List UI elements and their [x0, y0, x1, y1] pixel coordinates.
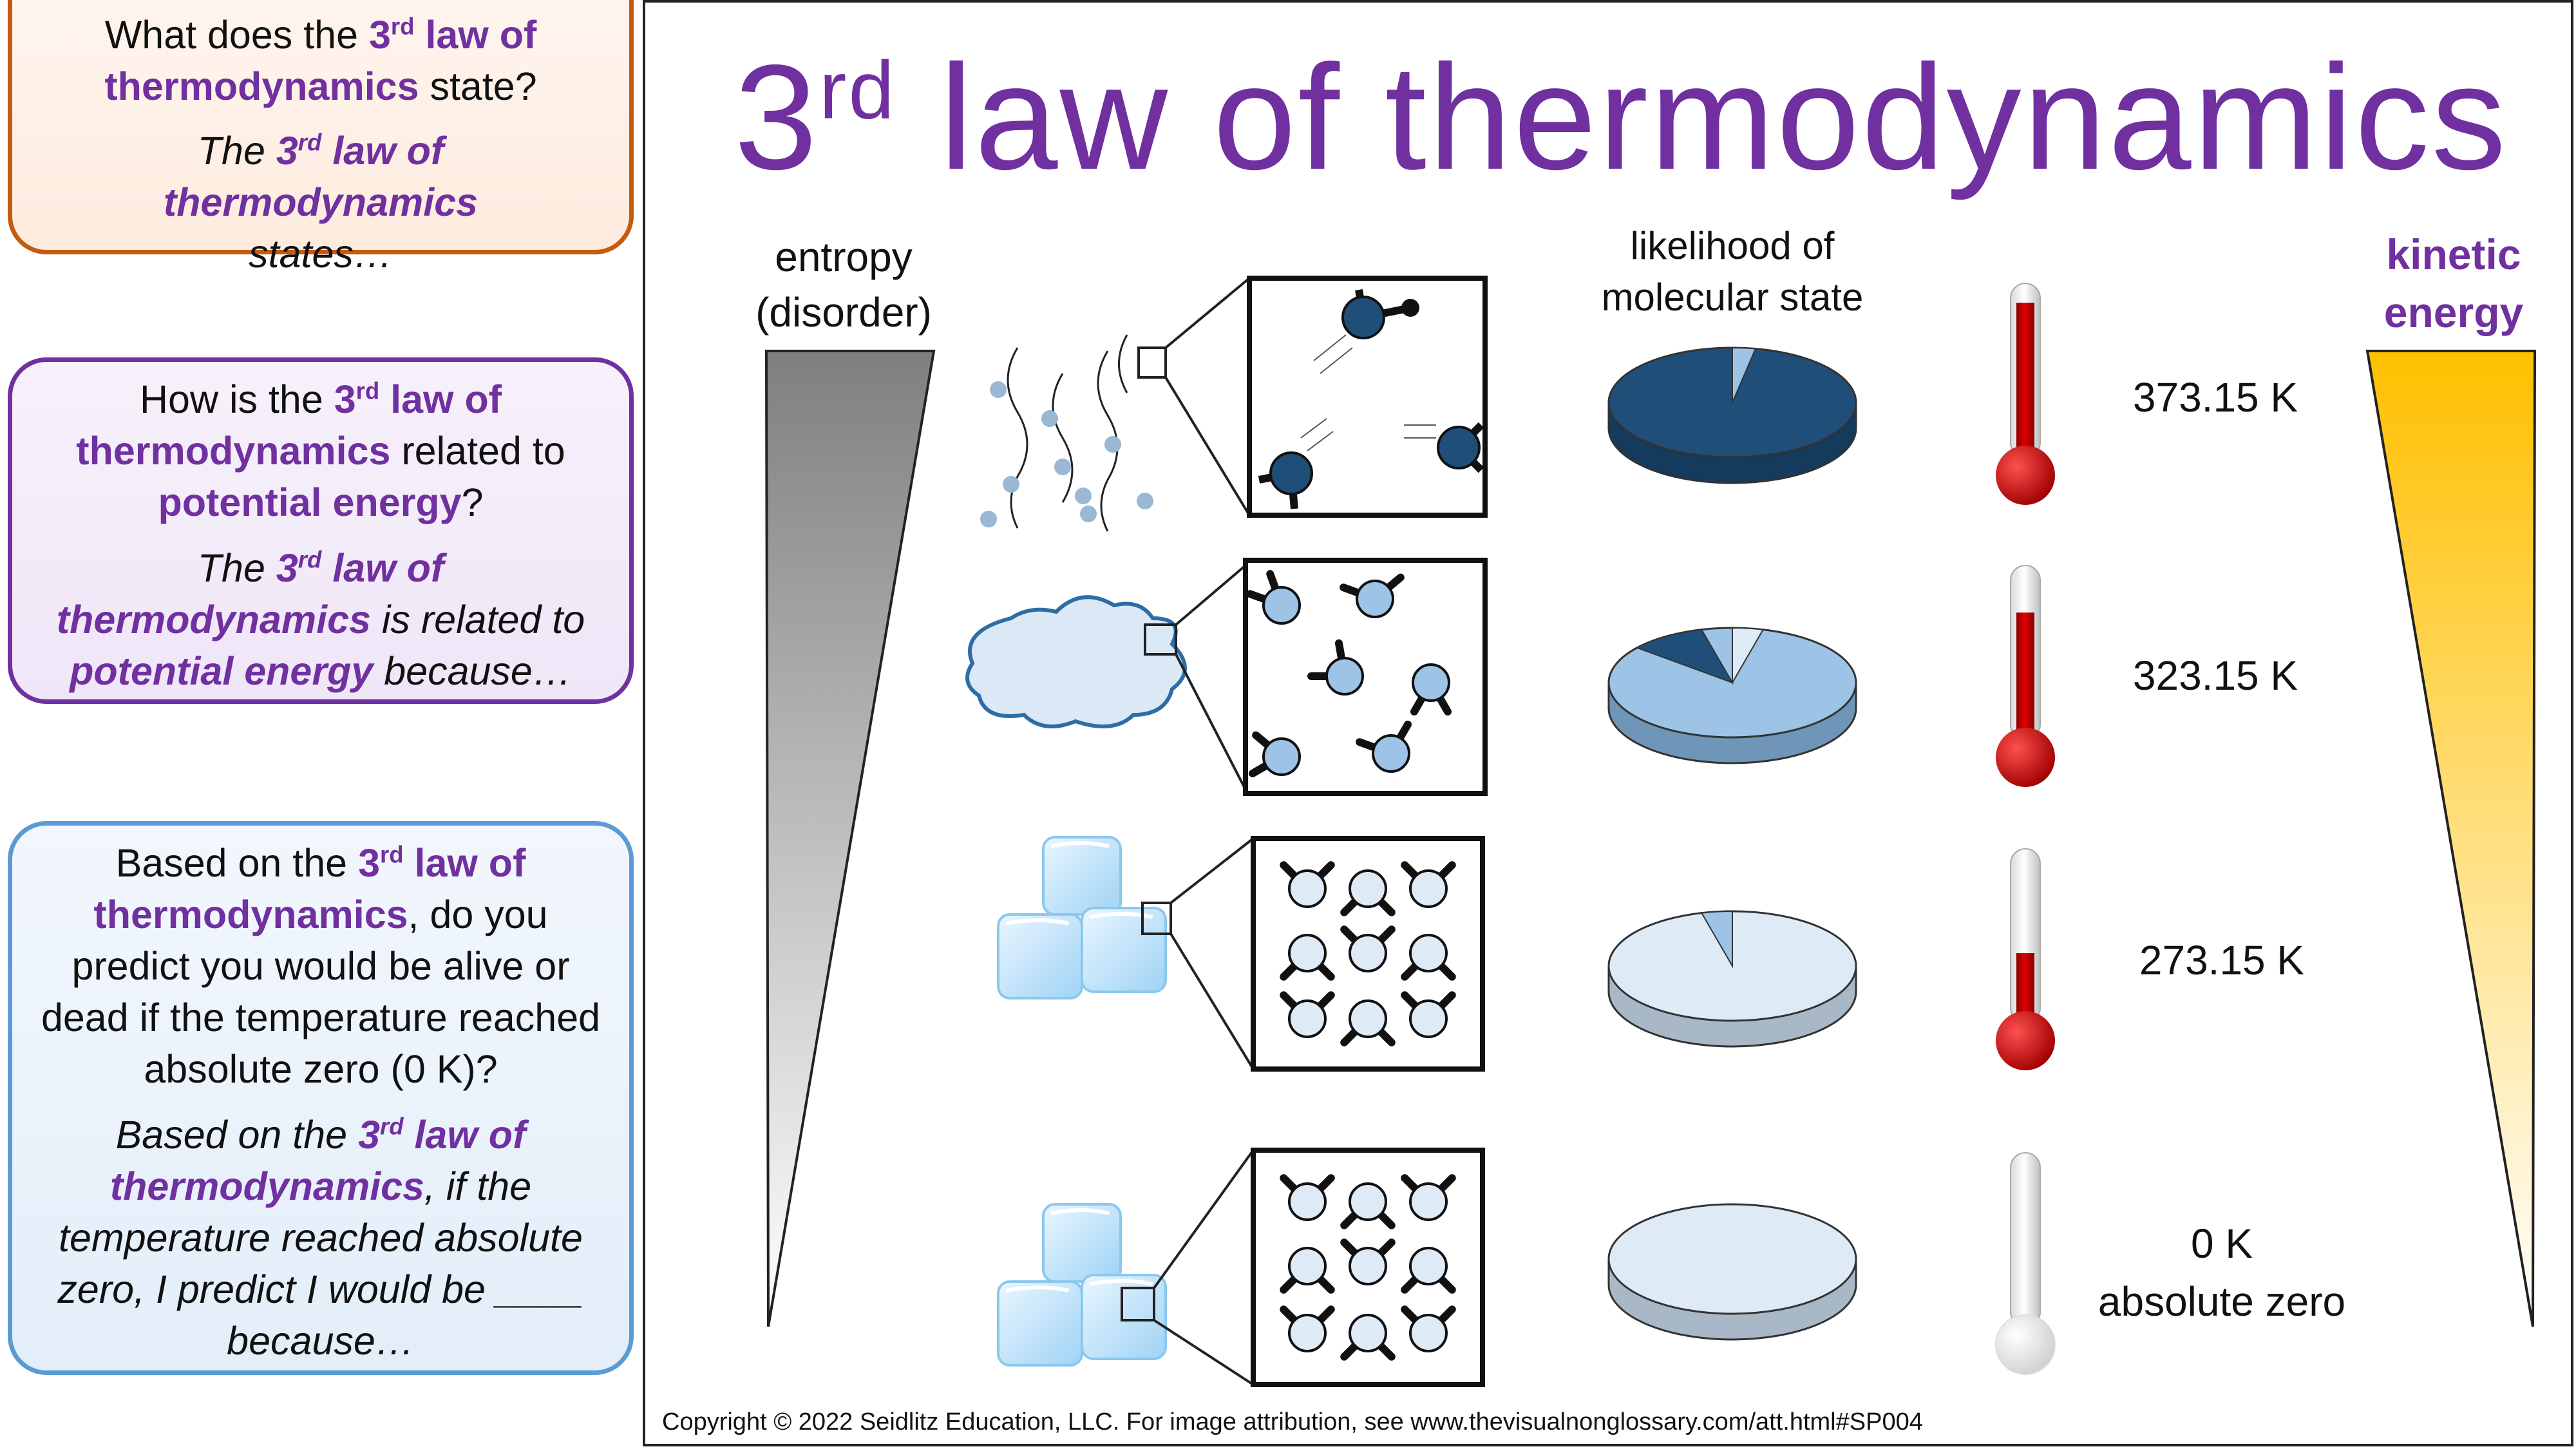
question-card-1: What does the 3rd law of thermodynamics … — [8, 0, 634, 276]
solid-molecule — [1401, 1174, 1456, 1221]
thermometer-bulb — [1996, 446, 2055, 505]
pie-slice — [1732, 346, 1757, 403]
answer-3: Based on the 3rd law of thermodynamics, … — [57, 1113, 584, 1363]
solid-molecule — [1280, 1305, 1335, 1352]
likelihood-pie-4 — [1607, 1203, 1857, 1341]
liquid-molecule — [1307, 639, 1364, 696]
likelihood-pie-2 — [1607, 627, 1857, 764]
solid-molecule — [1401, 991, 1456, 1038]
solid-molecule — [1280, 934, 1335, 981]
pie-slice — [1635, 629, 1734, 684]
liquid-molecules — [1246, 570, 1452, 777]
likelihood-pie-1 — [1607, 346, 1857, 484]
liquid-molecule — [1356, 720, 1412, 773]
question-3: Based on the 3rd law of thermodynamics, … — [41, 841, 601, 1091]
thermometer-3 — [1996, 848, 2055, 1070]
pie-slice — [1700, 910, 1733, 969]
main-panel — [643, 0, 2573, 1446]
solid-molecule — [1340, 925, 1396, 972]
temp-readout-1: 373.15 K — [2132, 374, 2298, 421]
solid-molecule — [1401, 934, 1456, 981]
question-card-3: Based on the 3rd law of thermodynamics, … — [8, 821, 634, 1375]
absolute-zero-molecules — [1280, 1174, 1456, 1361]
thermometer-bulb — [1996, 1011, 2055, 1070]
solid-molecule — [1280, 861, 1335, 908]
solid-molecule — [1401, 861, 1456, 908]
question-card-2: How is the 3rd law of thermodynamics rel… — [8, 357, 634, 704]
thermometer-level — [2016, 303, 2034, 464]
temp-readout-3: 273.15 K — [2139, 937, 2305, 983]
liquid-molecule — [1248, 731, 1301, 777]
solid-molecule — [1340, 1314, 1396, 1361]
likelihood-pie-3 — [1607, 910, 1857, 1048]
gas-molecules — [1258, 289, 1484, 509]
answer-2: The 3rd law of thermodynamics is related… — [56, 546, 585, 693]
ice-cube — [1081, 907, 1167, 993]
ice-cube — [997, 913, 1083, 999]
thermometer-bulb — [1996, 728, 2055, 787]
gas-illustration — [980, 334, 1153, 532]
kinetic-energy-wedge — [2365, 350, 2537, 1327]
solid-molecule — [1340, 869, 1396, 916]
question-1: What does the 3rd law of thermodynamics … — [104, 13, 537, 108]
solid-molecule — [1340, 1238, 1396, 1285]
thermometer-2 — [1996, 565, 2055, 787]
liquid-molecule — [1410, 663, 1452, 716]
ice-cube — [1042, 1203, 1122, 1283]
liquid-puddle — [965, 595, 1187, 728]
ice-cube — [997, 1280, 1083, 1367]
question-2: How is the 3rd law of thermodynamics rel… — [76, 377, 565, 524]
page-title: 3rd law of thermodynamics — [734, 34, 2508, 201]
solid-molecule — [1340, 999, 1396, 1046]
solid-molecule — [1401, 1305, 1456, 1352]
ice-cubes-2 — [997, 1203, 1167, 1367]
ice-cube — [1081, 1274, 1167, 1360]
thermometer-level — [2016, 612, 2034, 746]
solid-molecule — [1401, 1247, 1456, 1294]
answer-1: The 3rd law of thermodynamics states… — [163, 129, 478, 276]
thermometer-4 — [1995, 1152, 2056, 1375]
thermometer-bulb — [1995, 1314, 2056, 1375]
entropy-label: entropy(disorder) — [755, 234, 932, 336]
pie-slice — [1732, 627, 1765, 685]
copyright-text: Copyright © 2022 Seidlitz Education, LLC… — [662, 1408, 1923, 1435]
ice-cubes-1 — [997, 836, 1167, 999]
solid-molecule — [1280, 991, 1335, 1038]
liquid-molecule — [1246, 570, 1301, 625]
temp-readout-2: 323.15 K — [2132, 652, 2298, 699]
solid-molecule — [1340, 1182, 1396, 1229]
solid-molecule — [1280, 1247, 1335, 1294]
entropy-wedge — [764, 350, 936, 1327]
ice-cube — [1042, 836, 1122, 916]
solid-molecule — [1280, 1174, 1335, 1221]
liquid-molecule — [1340, 573, 1405, 618]
solid-molecules — [1280, 861, 1456, 1046]
thermometer-1 — [1996, 283, 2055, 505]
